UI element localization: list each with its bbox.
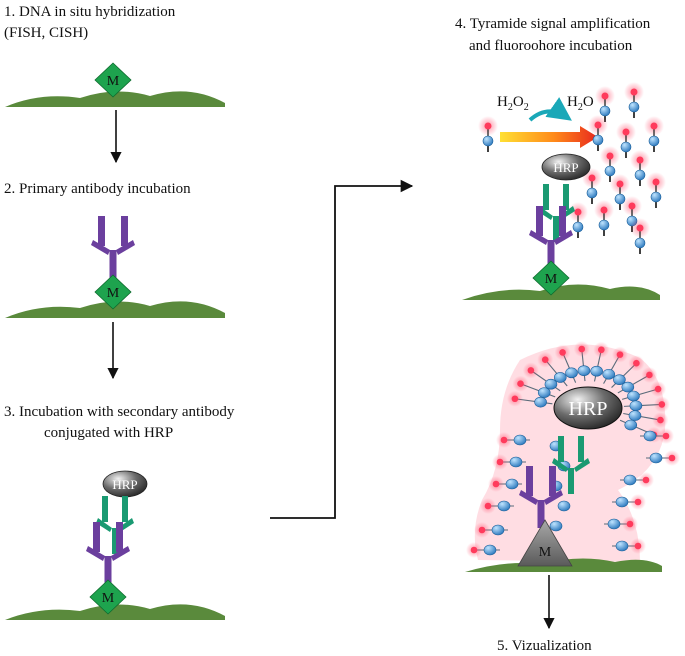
marker-label-4: M [545, 272, 558, 287]
step4-title-line1: 4. Tyramide signal amplification [455, 16, 651, 32]
step1-title-line2: (FISH, CISH) [4, 25, 88, 41]
marker-label-1: M [107, 74, 120, 89]
reaction-curve-arrow [528, 97, 572, 122]
tissue-ground-3 [5, 604, 225, 620]
hrp-enzyme-4 [541, 153, 591, 181]
marker-label-2: M [107, 286, 120, 301]
marker-triangle-5 [517, 519, 573, 567]
primary-antibody-3 [86, 522, 130, 584]
primary-antibody-2 [91, 216, 135, 278]
h2o-label: H2O [567, 94, 594, 113]
marker-label-3: M [102, 591, 115, 606]
step2-title: 2. Primary antibody incubation [4, 181, 191, 197]
hrp-label-5: HRP [569, 398, 608, 420]
step5-title: 5. Vizualization [497, 638, 592, 654]
marker-label-5: M [539, 545, 552, 560]
step4-title-line2: and fluoroohore incubation [469, 38, 633, 54]
hrp-label-3: HRP [112, 477, 137, 492]
hrp-enzyme-5 [553, 386, 623, 430]
step1-title-line1: 1. DNA in situ hybridization [4, 4, 176, 20]
tissue-ground-4 [462, 284, 660, 300]
arrow-step3-to-step4 [270, 179, 414, 519]
h2o2-label: H2O2 [497, 94, 529, 113]
secondary-antibody-3 [96, 496, 134, 554]
activation-arrow [500, 126, 598, 148]
step3-title-line2: conjugated with HRP [44, 425, 173, 441]
step3-title-line1: 3. Incubation with secondary antibody [4, 404, 235, 420]
free-tyramide [477, 115, 499, 153]
tissue-ground-1 [5, 91, 225, 107]
tyramide-deposits [466, 341, 680, 558]
tissue-ground-2 [5, 301, 225, 318]
hrp-label-4: HRP [553, 160, 578, 175]
